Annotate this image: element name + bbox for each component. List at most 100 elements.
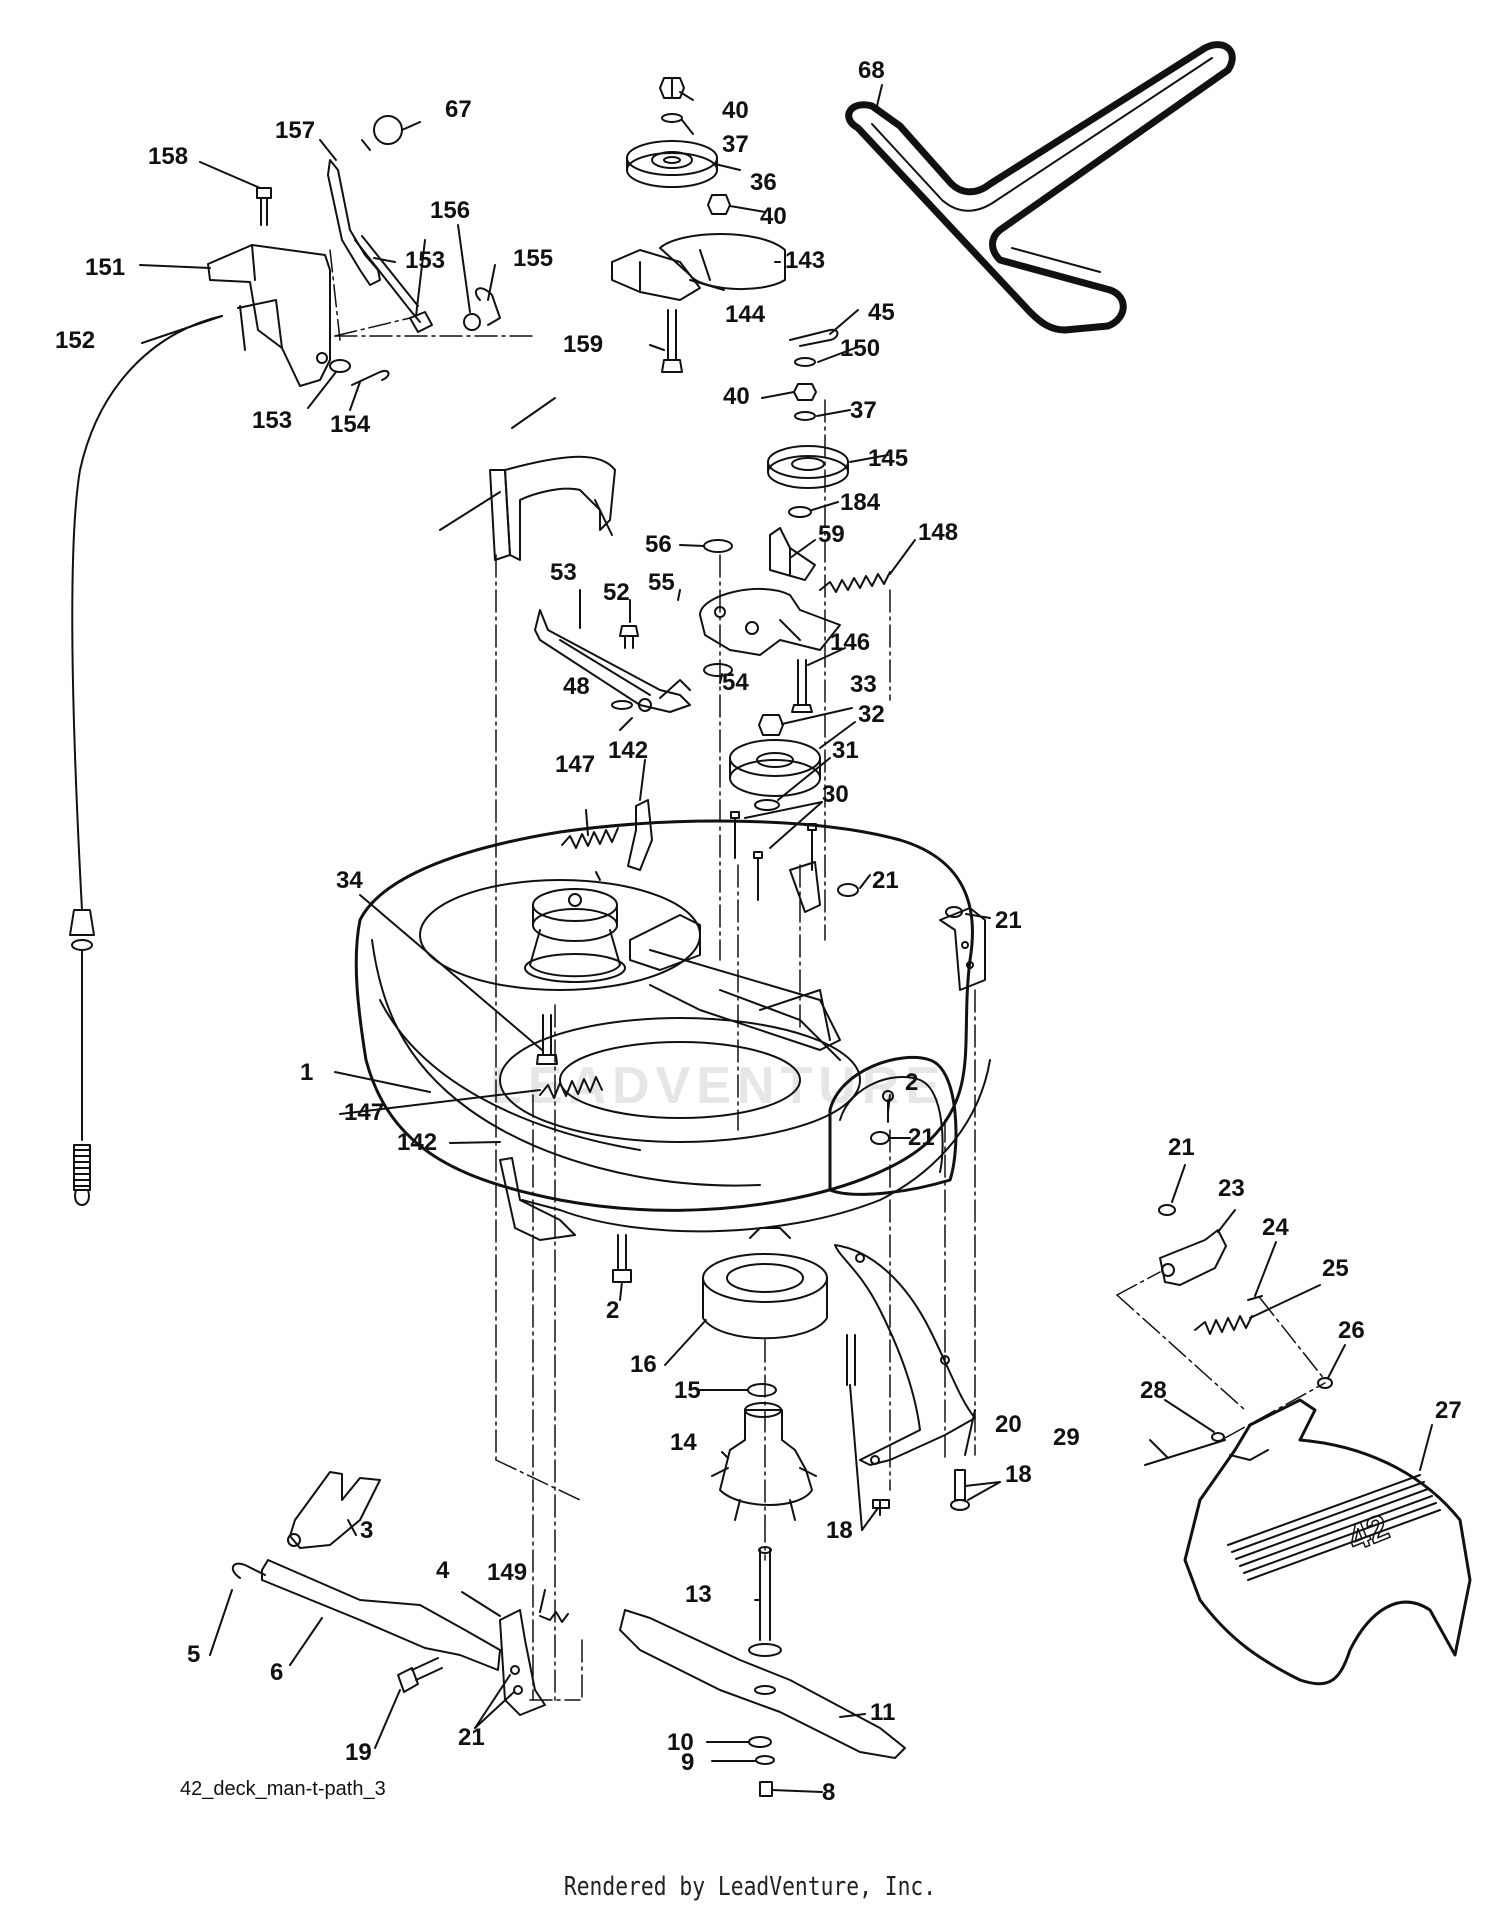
washer-part-37-top[interactable] xyxy=(662,114,682,122)
bolt-part-8[interactable] xyxy=(760,1782,772,1796)
spring-part-147-upper[interactable] xyxy=(562,828,618,848)
washer-part-150[interactable] xyxy=(795,358,815,366)
baffle-part-20[interactable] xyxy=(835,1245,975,1465)
bracket-part-142-upper[interactable] xyxy=(628,800,652,870)
spindle-shaft-part-13[interactable] xyxy=(749,1547,781,1656)
washer-part-48[interactable] xyxy=(612,701,632,709)
nut-part-26[interactable] xyxy=(1318,1378,1332,1388)
bolt-part-158[interactable] xyxy=(257,188,271,225)
spring-part-148[interactable] xyxy=(820,572,890,592)
bracket-part-4[interactable] xyxy=(500,1610,545,1715)
left-spindle-assembly[interactable] xyxy=(525,889,625,982)
callout-23: 23 xyxy=(1218,1175,1245,1202)
nut-part-21-a[interactable] xyxy=(838,884,858,896)
hairpin-part-5[interactable] xyxy=(233,1564,265,1578)
washer-part-156[interactable] xyxy=(464,314,480,330)
callout-20: 20 xyxy=(995,1411,1022,1438)
pin-part-154[interactable] xyxy=(352,371,389,385)
callout-18: 18 xyxy=(1005,1461,1032,1488)
bearing-housing-part-16[interactable] xyxy=(703,1254,827,1338)
callout-2: 2 xyxy=(606,1297,619,1324)
rod-part-29[interactable] xyxy=(1145,1440,1225,1465)
callout-154: 154 xyxy=(330,411,371,438)
v-belt-part-68[interactable] xyxy=(849,45,1233,330)
idler-bracket-part-59[interactable] xyxy=(770,528,815,580)
discharge-chute-part-27[interactable] xyxy=(1185,1400,1470,1684)
link-part-6[interactable] xyxy=(262,1560,500,1670)
bolt-part-52[interactable] xyxy=(620,626,638,648)
idler-plate-part-144[interactable] xyxy=(612,250,700,300)
nut-part-40-mid[interactable] xyxy=(708,195,730,214)
nut-part-33[interactable] xyxy=(759,715,783,735)
cable-part-152[interactable] xyxy=(70,316,222,1205)
hairpin-part-45[interactable] xyxy=(790,330,838,346)
idler-bracket-part-53[interactable] xyxy=(535,610,690,712)
callout-155: 155 xyxy=(513,245,553,272)
washer-part-31[interactable] xyxy=(755,800,779,810)
callout-59: 59 xyxy=(818,521,845,548)
nut-part-40-right[interactable] xyxy=(794,384,816,400)
washer-part-184[interactable] xyxy=(789,507,811,517)
idler-pulley-part-36[interactable] xyxy=(627,141,717,187)
callout-37: 37 xyxy=(850,397,877,424)
belt-guard-part-44[interactable] xyxy=(490,457,615,560)
bracket-part-3[interactable] xyxy=(288,1472,380,1548)
blade-part-11[interactable] xyxy=(620,1610,905,1758)
callout-27: 27 xyxy=(1435,1397,1462,1424)
callout-142: 142 xyxy=(397,1129,437,1156)
bolt-part-2-lower[interactable] xyxy=(613,1235,631,1282)
bracket-part-142-lower[interactable] xyxy=(500,1158,575,1240)
pin-part-155[interactable] xyxy=(476,288,500,325)
callout-15: 15 xyxy=(674,1377,701,1404)
bracket-part-23[interactable] xyxy=(1160,1230,1226,1285)
callout-24: 24 xyxy=(1262,1214,1289,1241)
spring-part-149[interactable] xyxy=(540,1612,568,1622)
nut-part-21-c[interactable] xyxy=(871,1132,889,1144)
deck-size-badge: 42 xyxy=(1342,1506,1394,1559)
washer-part-9[interactable] xyxy=(756,1756,774,1764)
washer-part-28[interactable] xyxy=(1212,1433,1224,1441)
idler-plate-part-55[interactable] xyxy=(700,589,840,655)
callout-48: 48 xyxy=(563,673,590,700)
bracket-center-deck[interactable] xyxy=(790,862,820,912)
washer-part-15[interactable] xyxy=(748,1384,776,1396)
callout-152: 152 xyxy=(55,327,95,354)
washer-part-56[interactable] xyxy=(704,540,732,552)
callout-4: 4 xyxy=(436,1557,450,1584)
knob-part-67[interactable] xyxy=(374,116,402,144)
nut-part-21-chute[interactable] xyxy=(1159,1205,1175,1215)
callout-13: 13 xyxy=(685,1581,712,1608)
bolt-part-19[interactable] xyxy=(398,1658,442,1692)
callout-28: 28 xyxy=(1140,1377,1167,1404)
idler-arm-assembly-deck[interactable] xyxy=(630,915,840,1060)
bolt-part-146[interactable] xyxy=(792,660,812,712)
spring-part-25[interactable] xyxy=(1195,1316,1252,1334)
callout-29: 29 xyxy=(1053,1424,1080,1451)
washer-part-153-lower[interactable] xyxy=(330,360,350,372)
spindle-housing-part-14[interactable] xyxy=(712,1403,816,1520)
idler-pulley-part-145[interactable] xyxy=(768,446,848,488)
callout-53: 53 xyxy=(550,559,577,586)
drawing-code: 42_deck_man-t-path_3 xyxy=(180,1778,386,1800)
callout-153: 153 xyxy=(405,247,445,274)
pulley-part-32[interactable] xyxy=(730,740,820,796)
callout-21: 21 xyxy=(458,1724,485,1751)
washer-part-37-right[interactable] xyxy=(795,412,815,420)
spring-part-147-lower[interactable] xyxy=(540,1077,602,1098)
callout-30: 30 xyxy=(822,781,849,808)
rod-part-24[interactable] xyxy=(1248,1296,1262,1300)
washer-part-54[interactable] xyxy=(704,664,732,676)
washer-part-153-upper[interactable] xyxy=(410,312,432,332)
nut-part-40-top[interactable] xyxy=(660,78,684,98)
bolt-part-34[interactable] xyxy=(537,1015,557,1064)
bolts-part-18[interactable] xyxy=(847,1335,969,1515)
callout-146: 146 xyxy=(830,629,870,656)
bracket-right-deck[interactable] xyxy=(940,908,985,990)
callout-159: 159 xyxy=(563,331,603,358)
lever-part-157[interactable] xyxy=(328,140,420,322)
washer-part-10[interactable] xyxy=(749,1737,771,1747)
bolt-part-159[interactable] xyxy=(662,310,682,372)
callout-25: 25 xyxy=(1322,1255,1349,1282)
bracket-part-151[interactable] xyxy=(208,245,330,386)
callout-147: 147 xyxy=(344,1099,384,1126)
